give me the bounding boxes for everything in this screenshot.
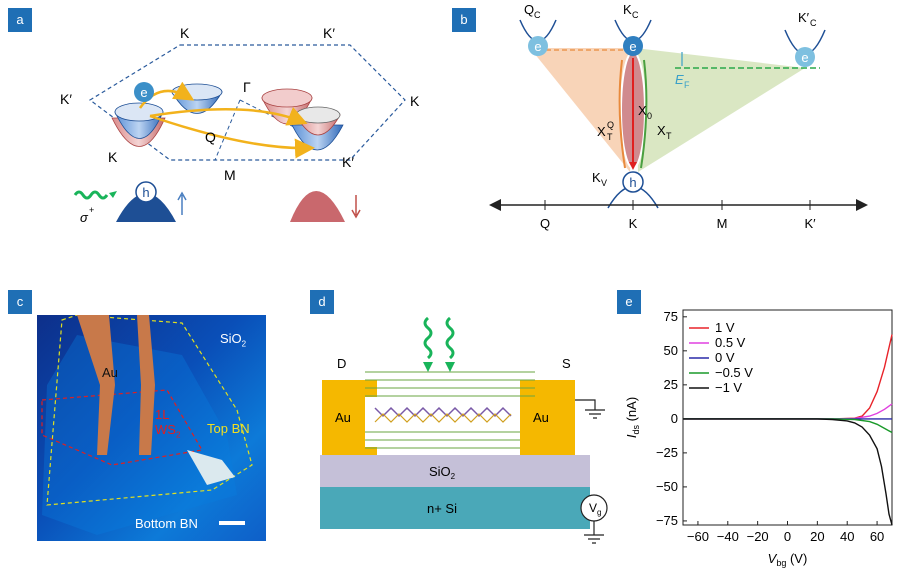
label-k-lower: K xyxy=(108,149,118,165)
hole-k-label: h xyxy=(629,175,636,190)
label-kv: K xyxy=(592,170,601,185)
ground-icon-gate xyxy=(584,521,604,544)
label-kprime-c: K′ xyxy=(798,10,810,25)
label-top-bn: Top BN xyxy=(207,421,250,436)
legend-label-1: 0.5 V xyxy=(715,335,746,350)
panel-a-diagram: e K K′ K′ K Γ Q K M K′ h σ + xyxy=(60,25,420,225)
hole-label: h xyxy=(142,185,149,200)
label-n-si: n+ Si xyxy=(427,501,457,516)
y-tick-label: 50 xyxy=(664,343,678,358)
x-tick-label: −40 xyxy=(717,529,739,544)
electron-q-icon xyxy=(528,36,548,56)
tick-kprime: K′ xyxy=(804,216,816,231)
x-tick-label: −20 xyxy=(747,529,769,544)
bn-layers xyxy=(365,371,535,449)
spin-down-arrow-icon xyxy=(351,195,361,219)
label-kv-sub: V xyxy=(601,178,607,188)
electron-q-label: e xyxy=(534,39,541,54)
spin-up-arrow-icon xyxy=(177,191,187,215)
x-tick-label: 40 xyxy=(840,529,854,544)
label-vg: V xyxy=(589,501,597,515)
panel-d-tag: d xyxy=(310,290,334,314)
y-tick-label: −75 xyxy=(656,513,678,528)
panel-e-tag: e xyxy=(617,290,641,314)
label-source: S xyxy=(562,356,571,371)
tick-k: K xyxy=(629,216,638,231)
label-kc-sub: C xyxy=(632,10,639,20)
light-wave-icon-1 xyxy=(423,316,433,360)
x-axis-label: Vbg (V) xyxy=(768,551,808,568)
label-ef-sub: F xyxy=(684,80,690,90)
label-sio2-schematic: SiO2 xyxy=(429,464,456,481)
hole-k-icon xyxy=(622,171,644,193)
series-line-4 xyxy=(683,418,893,526)
label-qc: Q xyxy=(524,2,534,17)
x-tick-label: −60 xyxy=(687,529,709,544)
panel-c-tag: c xyxy=(8,290,32,314)
label-au-photo: Au xyxy=(102,365,118,380)
brillouin-zone-hexagon xyxy=(88,44,406,161)
panel-b-tag: b xyxy=(452,8,476,32)
electron-icon xyxy=(134,82,154,102)
label-au-left: Au xyxy=(335,410,351,425)
y-tick-label: 0 xyxy=(671,411,678,426)
label-bottom-bn: Bottom BN xyxy=(135,516,198,531)
electron-k-icon xyxy=(623,36,643,56)
x-tick-label: 60 xyxy=(870,529,884,544)
label-kprime-top: K′ xyxy=(323,25,335,41)
label-q: Q xyxy=(205,129,216,145)
electron-label: e xyxy=(140,85,147,100)
panel-b-diagram: e e e h Q C K C K′ C E F X 0 X T X T Q K… xyxy=(489,2,868,231)
x-tick-label: 0 xyxy=(784,529,791,544)
label-xtq-sup: Q xyxy=(607,120,614,130)
label-m: M xyxy=(224,167,236,183)
label-kprime-left: K′ xyxy=(60,91,72,107)
y-tick-label: −50 xyxy=(656,479,678,494)
legend-label-2: 0 V xyxy=(715,350,735,365)
green-wave-icon xyxy=(73,190,109,200)
y-tick-label: 25 xyxy=(664,377,678,392)
label-kprime-lower: K′ xyxy=(342,154,354,170)
electron-kprime-icon xyxy=(795,47,815,67)
label-qc-sub: C xyxy=(534,10,541,20)
label-drain: D xyxy=(337,356,346,371)
legend-label-4: −1 V xyxy=(715,380,742,395)
label-x0-sub: 0 xyxy=(647,111,652,121)
ground-icon-source xyxy=(575,399,605,419)
y-tick-label: −25 xyxy=(656,445,678,460)
tick-m: M xyxy=(717,216,728,231)
label-ef: E xyxy=(675,72,684,87)
label-xt: X xyxy=(657,123,666,138)
label-au-right: Au xyxy=(533,410,549,425)
label-sio2-photo: SiO2 xyxy=(220,331,247,349)
label-kprime-c-sub: C xyxy=(810,18,817,28)
electron-kprime-label: e xyxy=(801,50,808,65)
scale-bar xyxy=(219,521,245,525)
panel-a-tag: a xyxy=(8,8,32,32)
label-xt-sub: T xyxy=(666,131,672,141)
electron-k-label: e xyxy=(629,39,636,54)
tick-q: Q xyxy=(540,216,550,231)
label-kc: K xyxy=(623,2,632,17)
label-vg-sub: g xyxy=(597,508,601,517)
hole-icon xyxy=(135,181,157,203)
label-k-top: K xyxy=(180,25,190,41)
y-tick-label: 75 xyxy=(664,309,678,324)
legend-label-3: −0.5 V xyxy=(715,365,753,380)
label-k-right: K xyxy=(410,93,420,109)
legend-label-0: 1 V xyxy=(715,320,735,335)
x-tick-label: 20 xyxy=(810,529,824,544)
label-x0: X xyxy=(638,103,647,118)
y-axis-label: Ids (nA) xyxy=(624,397,641,438)
label-xtq-sub: T xyxy=(607,132,613,142)
panel-d-device-schematic: D S Au Au SiO2 n+ Si V g xyxy=(320,316,608,544)
label-gamma: Γ xyxy=(243,79,251,95)
sigma-sup: + xyxy=(89,205,94,215)
label-xtq: X xyxy=(597,124,606,139)
light-wave-icon-2 xyxy=(445,316,455,360)
sigma-label: σ xyxy=(80,210,89,225)
